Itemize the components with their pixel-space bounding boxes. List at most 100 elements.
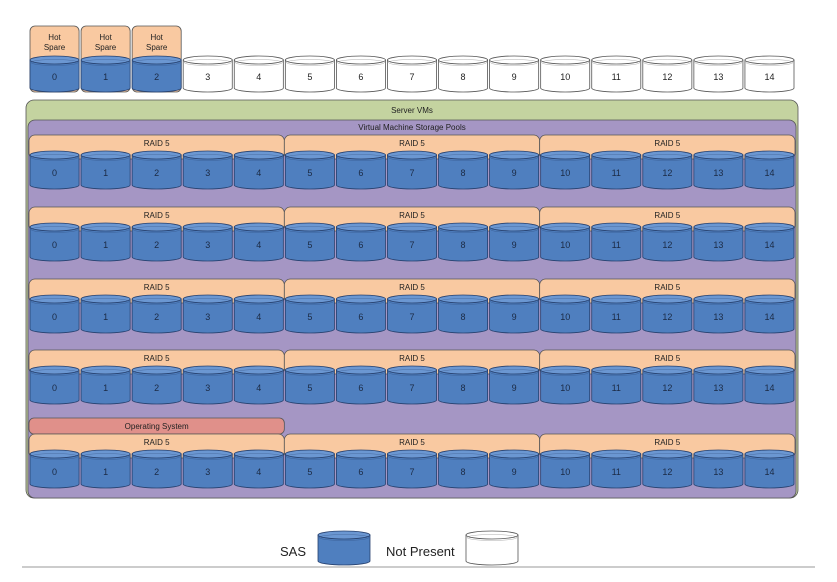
disk-number-label: 11	[612, 312, 621, 322]
disk-number-label: 4	[256, 467, 261, 477]
disk-number-label: 13	[713, 312, 723, 322]
disk-number-label: 12	[662, 240, 672, 250]
raid-disk: 5	[284, 150, 335, 190]
disk-number-label: 7	[409, 72, 414, 82]
disk-number-label: 12	[662, 312, 672, 322]
disk-number-label: 5	[307, 72, 312, 82]
raid-disk: 3	[182, 222, 233, 262]
raid-disk: 13	[693, 222, 744, 262]
disk-number-label: 5	[307, 240, 312, 250]
disk-number-label: 6	[358, 72, 363, 82]
raid-disk: 12	[642, 222, 693, 262]
disk-number-label: 13	[713, 72, 723, 82]
disk-number-label: 7	[409, 467, 414, 477]
disk-number-label: 2	[154, 168, 159, 178]
raid-disk: 5	[284, 222, 335, 262]
raid-disk: 9	[489, 222, 540, 262]
raid-disk: 13	[693, 365, 744, 405]
raid-disk: 8	[438, 150, 489, 190]
disk-number-label: 14	[764, 168, 774, 178]
raid-disk: 12	[642, 150, 693, 190]
disk-number-label: 0	[52, 72, 57, 82]
disk-number-label: 6	[358, 383, 363, 393]
disk-number-label: 4	[256, 383, 261, 393]
top-row-disk: 12	[642, 55, 693, 93]
disk-number-label: 7	[409, 383, 414, 393]
raid-disk: 3	[182, 294, 233, 334]
raid-disk: 7	[387, 222, 437, 262]
raid-disk: 14	[744, 294, 795, 334]
raid-disk: 3	[182, 365, 233, 405]
top-row-disk: 0	[29, 55, 80, 93]
disk-number-label: 13	[713, 240, 723, 250]
top-row-disk: 11	[591, 55, 642, 93]
disk-number-label: 6	[358, 312, 363, 322]
disk-number-label: 6	[358, 168, 363, 178]
raid-disk: 0	[29, 150, 80, 190]
raid-disk: 11	[591, 294, 642, 334]
disk-number-label: 3	[205, 383, 210, 393]
top-row-disk: 10	[540, 55, 591, 93]
disk-number-label: 14	[764, 240, 774, 250]
raid-disk: 1	[80, 222, 131, 262]
disk-number-label: 2	[154, 240, 159, 250]
disk-number-label: 11	[612, 240, 621, 250]
disk-number-label: 13	[713, 467, 723, 477]
legend-sas-disk	[317, 530, 371, 566]
legend-not-present-label: Not Present	[386, 544, 455, 559]
raid-disk: 11	[591, 365, 642, 405]
raid-disk: 8	[438, 222, 489, 262]
raid-disk: 13	[693, 294, 744, 334]
raid-disk: 13	[693, 150, 744, 190]
raid-disk: 6	[335, 365, 386, 405]
top-row-disk: 3	[182, 55, 233, 93]
raid-disk: 10	[540, 365, 591, 405]
disk-number-label: 2	[154, 383, 159, 393]
raid-disk: 7	[387, 294, 437, 334]
disk-number-label: 8	[461, 383, 466, 393]
operating-system-title: Operating System	[125, 422, 189, 431]
disk-number-label: 0	[52, 312, 57, 322]
raid-group-title: RAID 5	[399, 211, 425, 220]
disk-number-label: 0	[52, 168, 57, 178]
top-row-disk: 9	[489, 55, 540, 93]
raid-disk: 9	[489, 150, 540, 190]
raid-disk: 1	[80, 150, 131, 190]
legend-sas-label: SAS	[280, 544, 306, 559]
raid-disk: 6	[335, 222, 386, 262]
raid-disk: 2	[131, 294, 182, 334]
disk-number-label: 8	[461, 168, 466, 178]
raid-disk: 2	[131, 449, 182, 489]
top-row-disk: 2	[131, 55, 182, 93]
raid-disk: 5	[284, 294, 335, 334]
disk-number-label: 10	[560, 312, 570, 322]
raid-disk: 13	[693, 449, 744, 489]
disk-number-label: 0	[52, 240, 57, 250]
disk-number-label: 1	[103, 168, 108, 178]
disk-number-label: 11	[612, 383, 621, 393]
disk-number-label: 12	[662, 467, 672, 477]
disk-number-label: 5	[307, 168, 312, 178]
disk-number-label: 3	[205, 312, 210, 322]
raid-group-title: RAID 5	[144, 211, 170, 220]
raid-group-title: RAID 5	[399, 283, 425, 292]
raid-disk: 4	[233, 449, 284, 489]
raid-disk: 6	[335, 150, 386, 190]
legend-not-present-disk	[465, 530, 519, 566]
raid-disk: 0	[29, 294, 80, 334]
disk-number-label: 0	[52, 467, 57, 477]
disk-number-label: 9	[512, 383, 517, 393]
disk-number-label: 8	[461, 240, 466, 250]
disk-number-label: 5	[307, 312, 312, 322]
server-vms-title: Server VMs	[391, 106, 433, 115]
raid-disk: 12	[642, 365, 693, 405]
raid-disk: 12	[642, 294, 693, 334]
disk-number-label: 14	[764, 312, 774, 322]
disk-number-label: 3	[205, 240, 210, 250]
raid-disk: 5	[284, 365, 335, 405]
